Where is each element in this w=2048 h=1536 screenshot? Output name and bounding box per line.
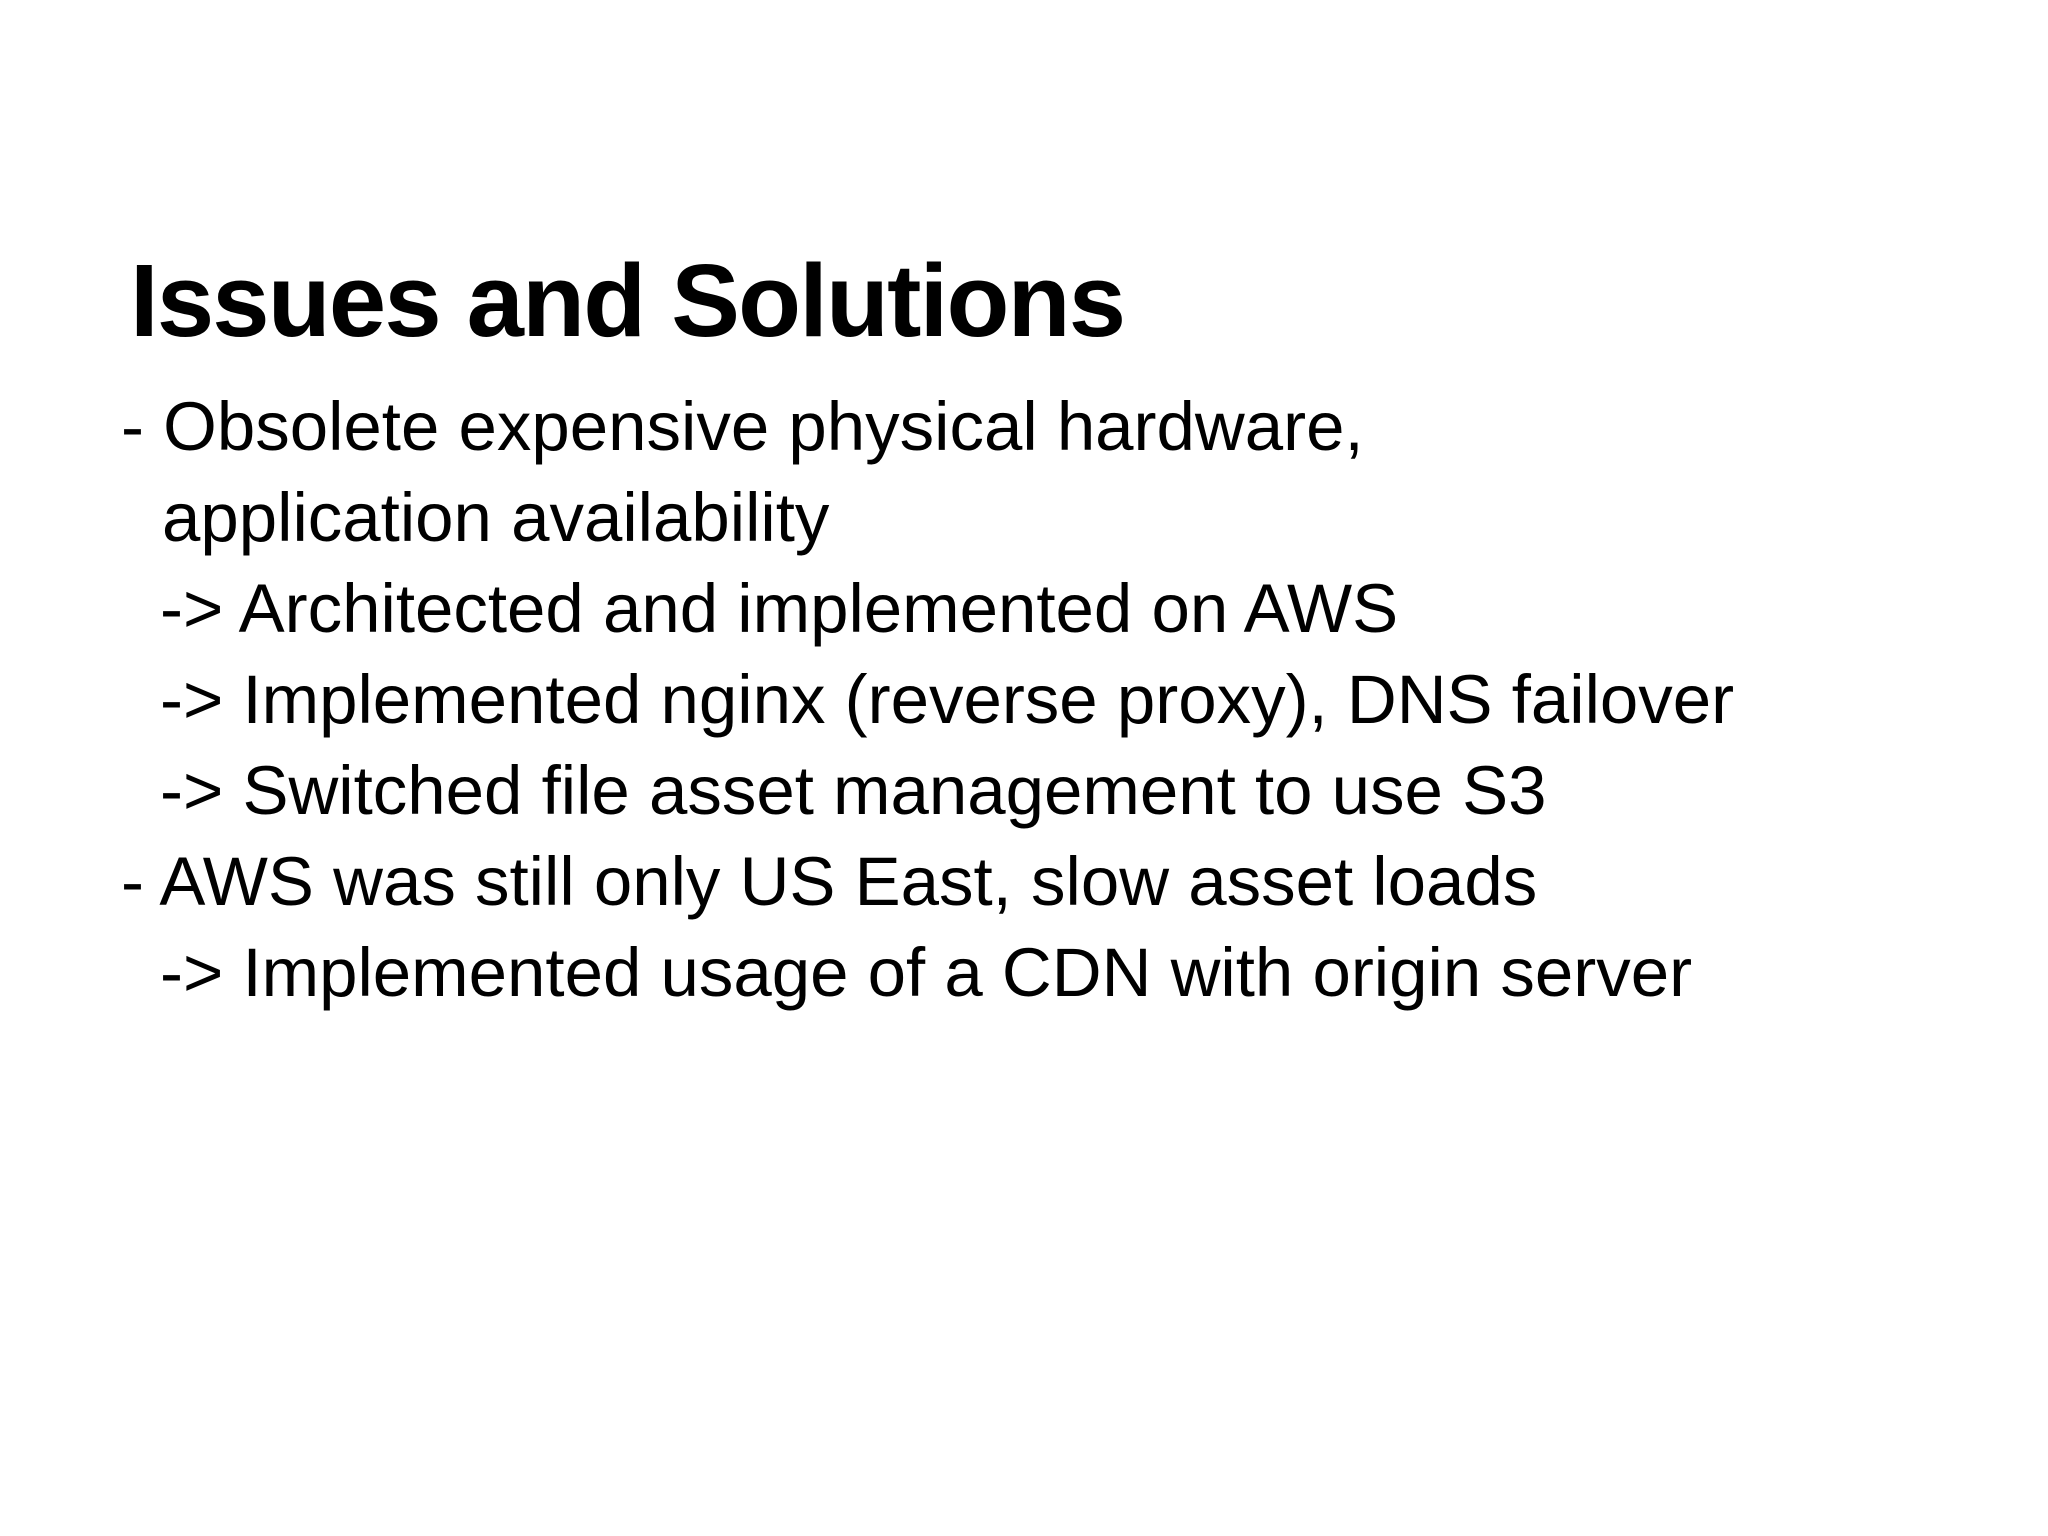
arrow-sub-line: -> Architected and implemented on AWS (160, 570, 1399, 647)
slide-title: Issues and Solutions (130, 243, 1126, 358)
slide-body: - Obsolete expensive physical hardware, … (121, 381, 1734, 1018)
bullet-line-continuation: application availability (162, 479, 830, 556)
arrow-sub-line: -> Implemented usage of a CDN with origi… (160, 934, 1693, 1011)
bullet-line: - AWS was still only US East, slow asset… (121, 843, 1538, 920)
arrow-sub-line: -> Implemented nginx (reverse proxy), DN… (160, 661, 1735, 738)
bullet-line: - Obsolete expensive physical hardware, (121, 388, 1364, 465)
arrow-sub-line: -> Switched file asset management to use… (160, 752, 1547, 829)
